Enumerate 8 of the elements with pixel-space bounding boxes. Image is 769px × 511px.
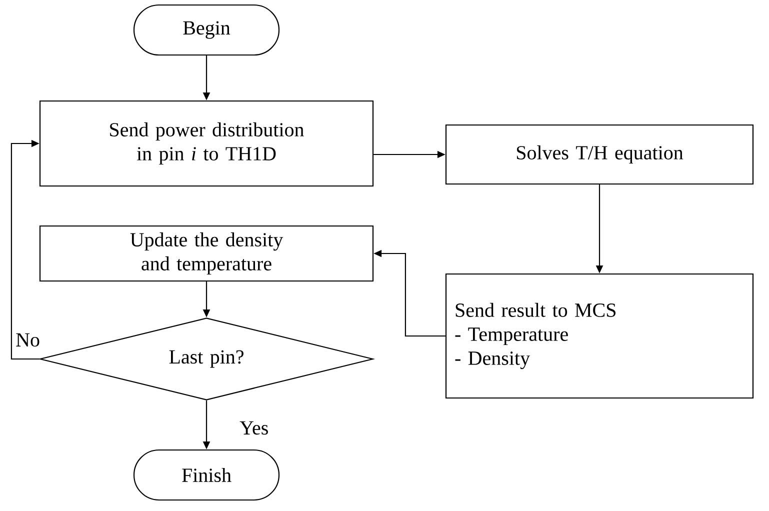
terminal-box: Finish [133,449,280,501]
process-box: Solves T/H equation [445,124,754,185]
process-box: Send result to MCS - Temperature - Density [445,273,754,399]
process-box: Send power distribution in pin i to TH1D [39,100,374,187]
edge-label: Yes [238,420,270,436]
process-box: Update the density and temperature [39,225,374,282]
terminal-box: Begin [133,4,280,56]
arrow [10,140,40,360]
